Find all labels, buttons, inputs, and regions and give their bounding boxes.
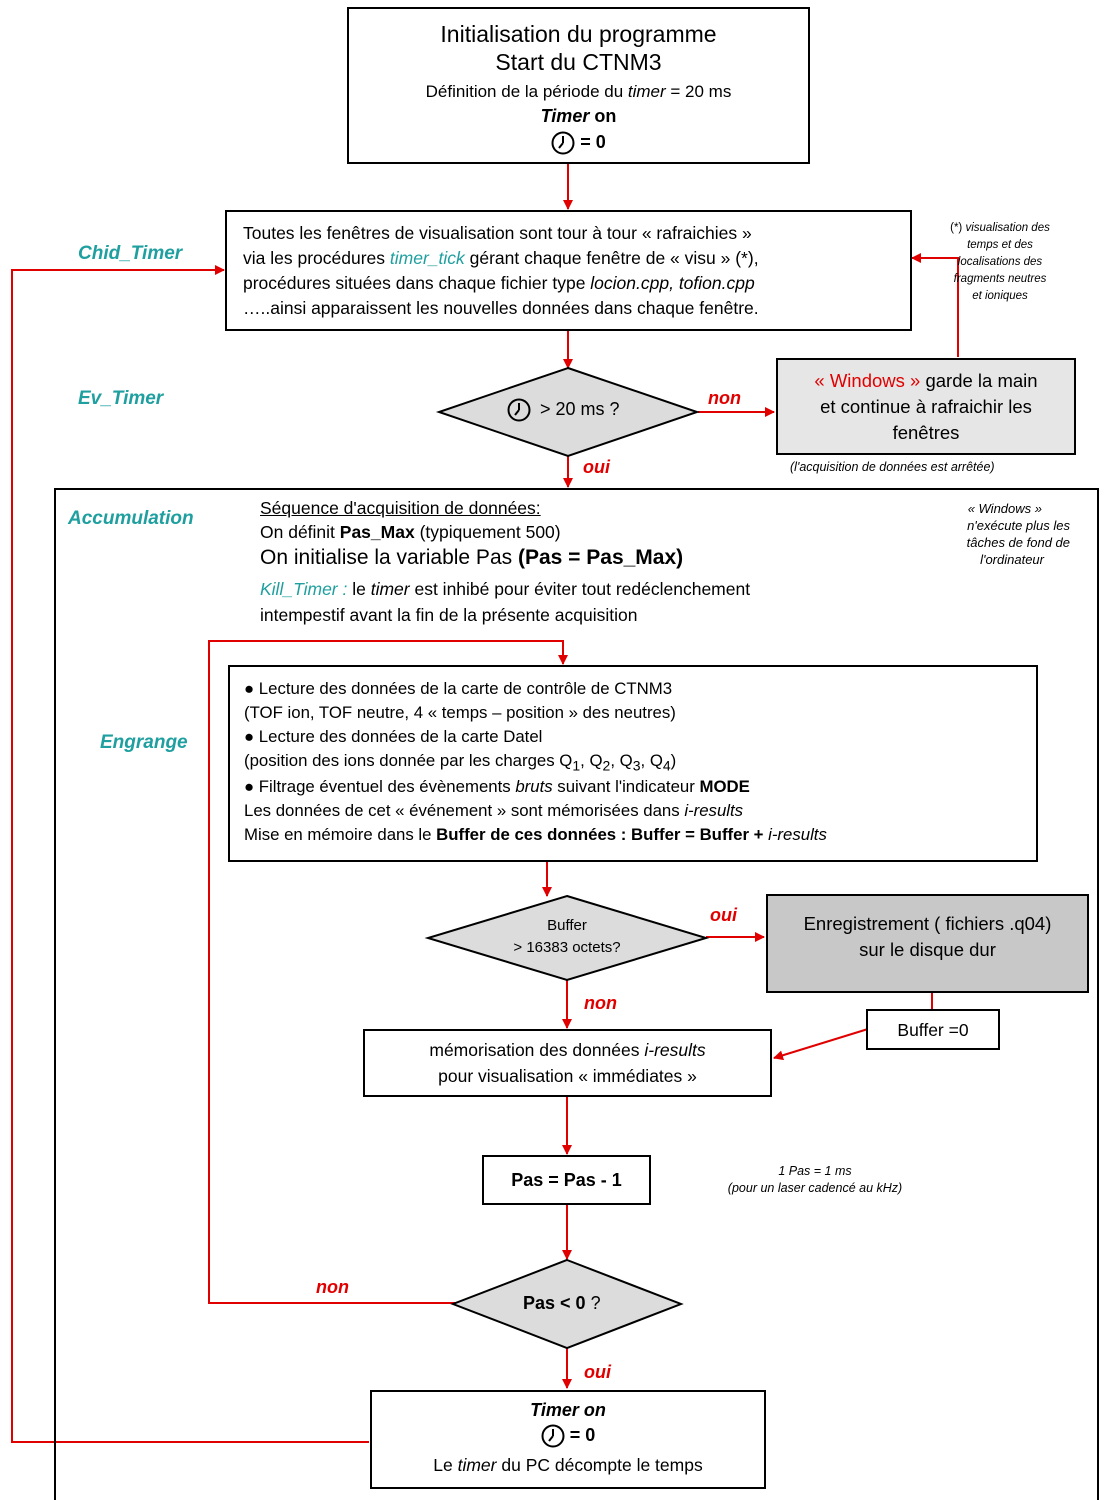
read-line-7: Mise en mémoire dans le Buffer de ces do…: [244, 825, 827, 844]
clock-icon: [541, 1424, 565, 1448]
refresh-box: Toutes les fenêtres de visualisation son…: [225, 210, 912, 331]
label-non-timer: non: [708, 388, 741, 408]
label-accumulation: Accumulation: [68, 508, 194, 529]
timer-end-box: Timer on = 0 Le timer du PC décompte le …: [370, 1390, 766, 1489]
save-box: Enregistrement ( fichiers .q04) sur le d…: [766, 894, 1089, 993]
label-oui-buffer: oui: [710, 905, 737, 925]
clock-icon: [551, 131, 575, 155]
init-period: Définition de la période du timer = 20 m…: [425, 82, 732, 101]
init-subtitle: Start du CTNM3: [495, 49, 662, 75]
read-line-5: ● Filtrage éventuel des évènements bruts…: [244, 777, 750, 796]
timer-end-line-3: Le timer du PC décompte le temps: [433, 1455, 703, 1475]
refresh-line-3: procédures situées dans chaque fichier t…: [243, 273, 755, 293]
read-line-2: (TOF ion, TOF neutre, 4 « temps – positi…: [244, 703, 676, 722]
save-line-2: sur le disque dur: [859, 939, 996, 960]
acquisition-line-2: On définit Pas_Max (typiquement 500): [260, 522, 561, 542]
read-line-6: Les données de cet « événement » sont mé…: [244, 801, 744, 820]
decision-diamond-buffer: [424, 894, 710, 982]
pas-box: Pas = Pas - 1: [482, 1155, 651, 1205]
init-box: Initialisation du programme Start du CTN…: [347, 7, 810, 164]
accumulation-frame: [54, 488, 1099, 1500]
windows-box: « Windows » garde la main et continue à …: [776, 358, 1076, 455]
label-chid-timer: Chid_Timer: [78, 243, 183, 264]
buffer-reset-text: Buffer =0: [897, 1020, 969, 1040]
refresh-line-2: via les procédures timer_tick gérant cha…: [243, 248, 759, 268]
refresh-line-4: …..ainsi apparaissent les nouvelles donn…: [243, 298, 759, 318]
read-line-4: (position des ions donnée par les charge…: [244, 751, 677, 774]
decision-buffer-line-2: > 16383 octets?: [513, 939, 621, 956]
loop-line-engrange: [208, 640, 568, 1304]
init-title: Initialisation du programme: [440, 21, 717, 47]
arrow-reset-to-memo: [773, 1028, 869, 1061]
label-non-pas: non: [316, 1277, 349, 1297]
read-line-1: ● Lecture des données de la carte de con…: [244, 679, 673, 698]
acquisition-line-5: intempestif avant la fin de la présente …: [260, 605, 638, 625]
label-oui-timer: oui: [583, 457, 610, 477]
read-line-3: ● Lecture des données de la carte Datel: [244, 727, 543, 746]
init-clock-zero: = 0: [349, 131, 808, 155]
memo-line-2: pour visualisation « immédiates »: [438, 1066, 697, 1086]
windows-line-3: fenêtres: [892, 422, 960, 443]
timer-end-line-2: = 0: [372, 1424, 764, 1448]
decision-diamond-pas: [450, 1258, 684, 1350]
acquisition-line-4: Kill_Timer : le timer est inhibé pour év…: [260, 579, 751, 599]
label-non-buffer: non: [584, 993, 617, 1013]
memo-box: mémorisation des données i-results pour …: [363, 1029, 772, 1097]
memo-line-1: mémorisation des données i-results: [429, 1040, 706, 1060]
timer-end-line-1: Timer on: [530, 1400, 606, 1420]
windows-note: « Windows » n'exécute plus les tâches de…: [966, 501, 1070, 567]
decision-diamond-timer: [435, 366, 701, 458]
decision-timer-label: > 20 ms ?: [507, 398, 620, 422]
read-box: ● Lecture des données de la carte de con…: [228, 665, 1038, 862]
init-timer-on: Timer on: [540, 106, 617, 126]
clock-icon: [507, 398, 531, 422]
arrow-windows-to-refresh: [911, 253, 959, 357]
decision-pas-label: Pas < 0 ?: [523, 1293, 601, 1313]
label-ev-timer: Ev_Timer: [78, 388, 164, 409]
acquisition-title: Séquence d'acquisition de données:: [260, 498, 541, 518]
pas-text: Pas = Pas - 1: [511, 1170, 622, 1190]
refresh-line-1: Toutes les fenêtres de visualisation son…: [243, 223, 752, 243]
windows-line-1: « Windows » garde la main: [814, 370, 1038, 391]
label-engrange: Engrange: [100, 732, 188, 753]
decision-buffer-line-1: Buffer: [547, 917, 587, 934]
pas-note: 1 Pas = 1 ms (pour un laser cadencé au k…: [727, 1164, 903, 1195]
buffer-reset-box: Buffer =0: [866, 1009, 1000, 1050]
acquisition-line-3: On initialise la variable Pas (Pas = Pas…: [260, 546, 684, 569]
loop-line-chid-timer: [11, 265, 369, 1443]
label-oui-pas: oui: [584, 1362, 611, 1382]
windows-line-2: et continue à rafraichir les: [820, 396, 1032, 417]
save-line-1: Enregistrement ( fichiers .q04): [803, 913, 1052, 934]
windows-caption: (l'acquisition de données est arrêtée): [790, 460, 995, 474]
